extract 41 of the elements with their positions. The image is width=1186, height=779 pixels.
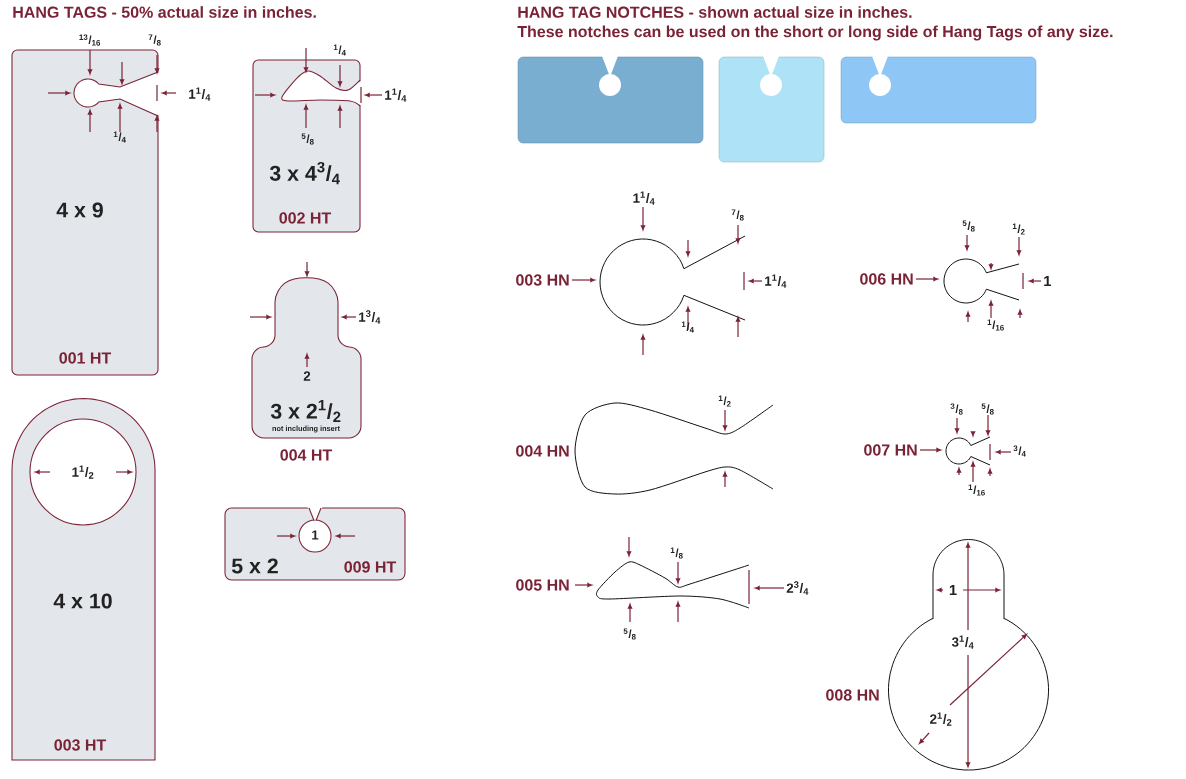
dimension-label: 2	[303, 371, 311, 381]
notch-code: 004 HN	[516, 445, 569, 457]
dimension-label: $^{3}$/$_{4}$	[1013, 445, 1026, 457]
dimension-label: $^{1}$/$_{4}$	[681, 321, 694, 333]
dimension-label: $^{1}$/$_{4}$	[113, 131, 126, 143]
heading: These notches can be used on the short or long side of Hang Tags of any size.	[517, 25, 1113, 41]
dimension-label: $^{1}$/$_{16}$	[968, 484, 985, 496]
dimension-label: 1	[949, 584, 957, 596]
dimension-label: 1$^{1}$/$_{4}$	[385, 88, 407, 102]
notch-code: 007 HN	[864, 444, 917, 456]
heading: HANG TAG NOTCHES - shown actual size in inches.	[518, 6, 912, 18]
notch-code: 005 HN	[516, 579, 569, 591]
notch-code: 006 HN	[860, 273, 913, 285]
dimension-label: 1$^{1}$/$_{2}$	[72, 465, 94, 479]
dimension-label: $^{5}$/$_{8}$	[301, 133, 314, 145]
dimension-label: $^{7}$/$_{8}$	[148, 34, 161, 46]
notch-code: 008 HN	[826, 689, 879, 701]
node-label: 004 HT	[280, 449, 333, 461]
notch-code: 003 HN	[516, 274, 569, 286]
notched-tag	[517, 56, 704, 144]
dimension-label: $^{1}$/$_{2}$	[718, 395, 731, 407]
dimension-label: $^{5}$/$_{8}$	[623, 628, 636, 640]
dimension-label: $^{5}$/$_{8}$	[962, 220, 975, 232]
dimension-label: 1	[312, 530, 319, 540]
dimension-label: 2$^{3}$/$_{4}$	[786, 581, 809, 595]
heading: HANG TAGS - 50% actual size in inches.	[13, 6, 316, 18]
dimension-label: 1$^{1}$/$_{4}$	[765, 274, 787, 288]
dimension-label: $^{1}$/$_{2}$	[1012, 223, 1025, 235]
dimension-label: 3$^{1}$/$_{4}$	[951, 635, 974, 649]
dimension-label: 1$^{3}$/$_{4}$	[359, 310, 381, 324]
dimension-label: 1	[1044, 275, 1051, 287]
dimension-label: 1$^{1}$/$_{4}$	[633, 191, 655, 205]
notched-tag	[840, 56, 1037, 124]
dimension-label: $^{5}$/$_{8}$	[981, 403, 994, 415]
dimension-label: $^{7}$/$_{8}$	[731, 209, 744, 221]
dimension-label: $^{1}$/$_{8}$	[670, 547, 683, 559]
dimension-label: 2$^{1}$/$_{2}$	[930, 712, 952, 726]
dimension-label: $^{1}$/$_{16}$	[987, 319, 1004, 331]
notched-tag	[718, 56, 825, 163]
dimension-label: 1$^{1}$/$_{4}$	[189, 87, 211, 101]
dimension-label: $^{3}$/$_{8}$	[950, 403, 963, 415]
